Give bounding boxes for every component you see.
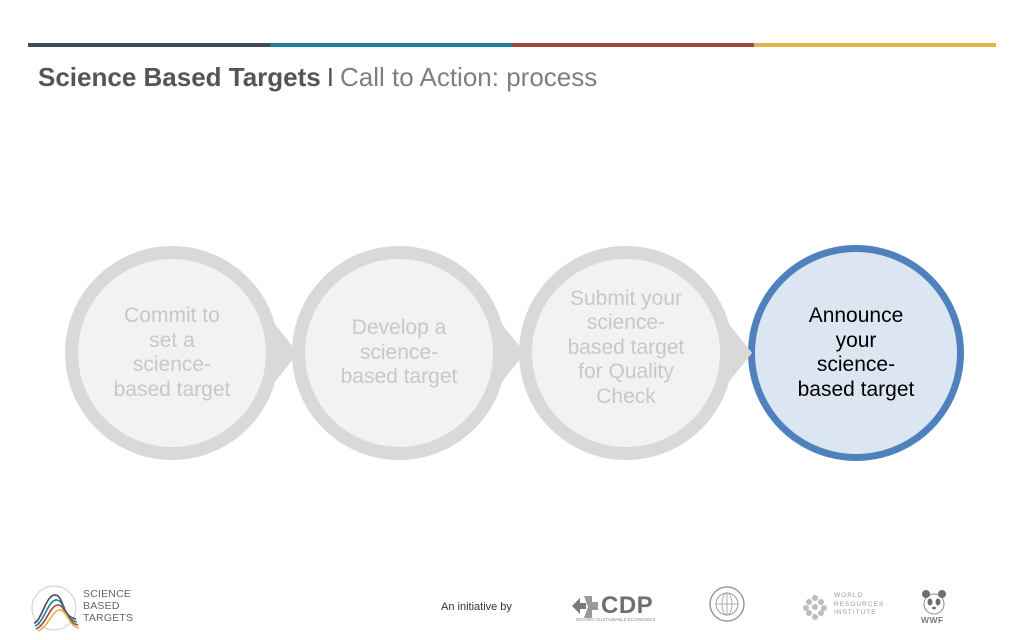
header-color-rule [28,43,996,47]
cdp-logo: CDP DRIVING SUSTAINABLE ECONOMIES [570,590,656,626]
title-separator: I [326,62,334,92]
step-label: Submit your science- based target for Qu… [539,236,713,460]
title-main: Science Based Targets [38,62,321,92]
chevron-right-icon [728,323,752,383]
title-sub: Call to Action: process [340,62,598,92]
wri-logo: WORLD RESOURCES INSTITUTE [800,592,886,622]
logo-line: SCIENCE [83,588,132,600]
cdp-logo-icon [572,596,598,618]
sbt-logo-text: SCIENCE BASED TARGETS [83,588,133,624]
rule-segment-1 [28,43,270,47]
step-label: Develop a science- based target [312,246,486,460]
step-line: set a [149,328,195,352]
step-line: based target [567,335,685,359]
wri-line: RESOURCES [834,600,885,608]
step-line: Check [596,384,656,408]
step-line: science- [359,340,439,364]
logo-line: TARGETS [83,612,134,624]
un-global-compact-icon [709,586,745,622]
step-announce: Announce your science- based target [748,245,964,461]
wwf-wordmark: WWF [921,615,944,625]
logo-line: BASED [83,600,120,612]
step-line: Develop a [351,316,447,340]
wri-wordmark: WORLD RESOURCES INSTITUTE [834,592,884,618]
initiative-label: An initiative by [441,601,512,613]
step-label: Commit to set a science- based target [85,246,259,460]
chevron-right-icon [274,323,298,383]
rule-segment-2 [270,43,512,47]
step-submit: Submit your science- based target for Qu… [519,246,752,460]
cdp-wordmark: CDP [601,592,654,619]
step-line: science- [586,311,666,335]
step-line: Announce [808,304,904,327]
step-inner [305,259,493,447]
un-global-compact-logo [708,585,746,623]
step-line: based target [340,365,458,389]
step-commit: Commit to set a science- based target [65,246,298,460]
sbt-logo: SCIENCE BASED TARGETS [30,583,140,633]
step-line: based target [797,377,915,401]
step-inner [532,259,720,447]
step-line: science- [816,353,896,376]
wri-logo-icon [803,595,827,620]
step-line: your [835,328,877,352]
step-line: Submit your [569,286,683,310]
wwf-logo: WWF [920,588,950,626]
rule-segment-3 [512,43,754,47]
sbt-wave-logo-icon [31,585,80,632]
rule-segment-4 [754,43,996,47]
cdp-tagline: DRIVING SUSTAINABLE ECONOMIES [576,617,656,622]
step-develop: Develop a science- based target [292,246,525,460]
step-line: Commit to [124,304,220,327]
step-line: science- [132,353,212,376]
panda-icon [922,590,946,615]
step-inner [755,252,957,454]
step-inner [78,259,266,447]
step-line: based target [113,377,231,401]
wri-line: INSTITUTE [834,609,877,616]
step-line: for Quality [578,360,674,384]
chevron-right-icon [501,323,525,383]
step-label: Announce your science- based target [768,245,944,461]
wri-line: WORLD [834,592,864,599]
